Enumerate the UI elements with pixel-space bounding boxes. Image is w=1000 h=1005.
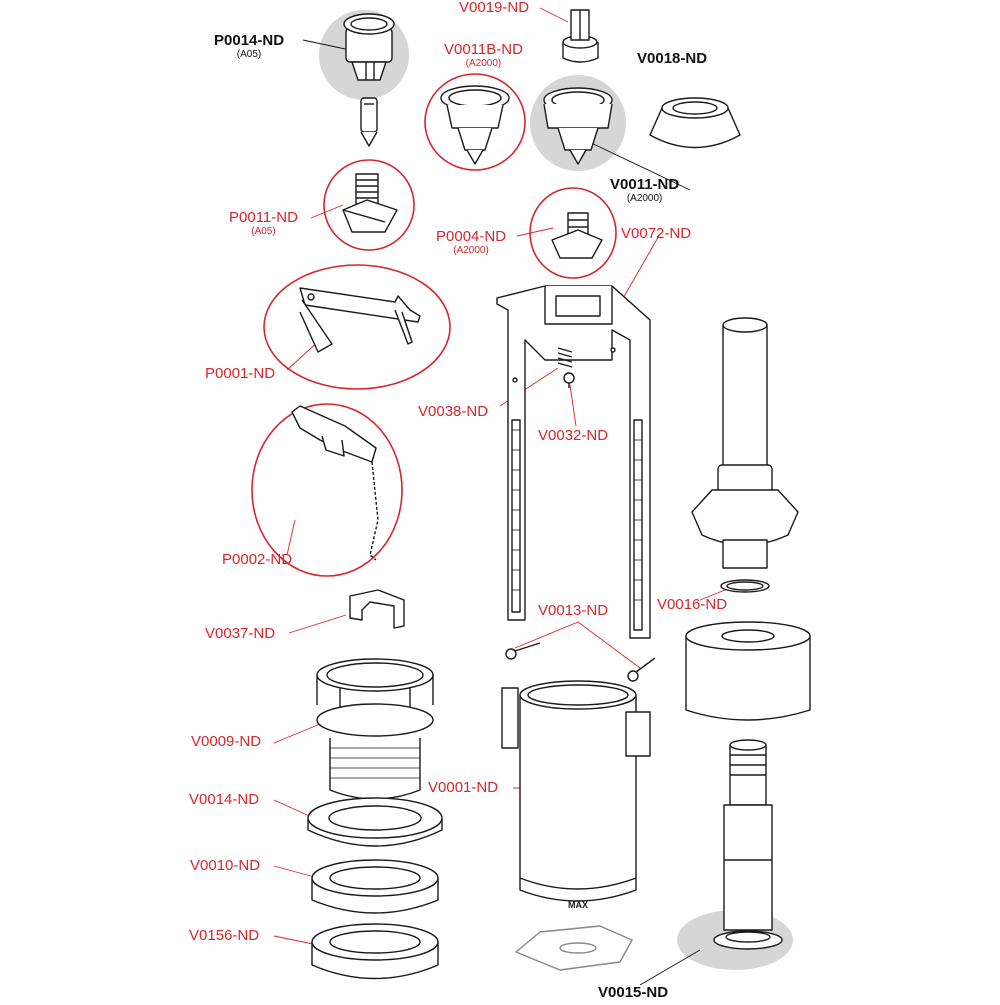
label-p0014: P0014-ND(A05): [214, 32, 285, 60]
cylinder-max-marking: MAX: [568, 900, 588, 910]
label-p0004: P0004-ND(A2000): [436, 228, 507, 256]
label-v0032: V0032-ND: [538, 427, 609, 444]
base-disk: [515, 925, 633, 971]
label-v0015: V0015-ND: [598, 984, 669, 1001]
label-v0013: V0013-ND: [538, 602, 609, 619]
spring-v0038: [557, 347, 573, 368]
label-v0038: V0038-ND: [418, 403, 489, 420]
label-v0037: V0037-ND: [205, 625, 276, 642]
nut-v0156: [311, 923, 439, 980]
lever-p0001: [299, 287, 421, 353]
threaded-post-p0011: [342, 173, 398, 233]
label-v0018: V0018-ND: [637, 50, 708, 67]
nut-v0010: [311, 859, 439, 914]
label-v0001: V0001-ND: [428, 779, 499, 796]
label-p0011: P0011-ND(A05): [229, 209, 298, 237]
label-p0001: P0001-ND: [205, 365, 276, 382]
float-cylinder: [685, 621, 811, 721]
label-v0011b: V0011B-ND(A2000): [444, 41, 523, 69]
push-button-p0014: [343, 13, 395, 81]
label-v0156: V0156-ND: [189, 927, 260, 944]
button-v0011: [543, 87, 613, 165]
frame-v0072: [496, 285, 651, 639]
clip-v0037: [349, 589, 405, 629]
stem-v0015: [713, 739, 783, 950]
selection-circles: [251, 73, 617, 577]
threaded-post-p0004: [551, 212, 603, 259]
lever-chain-p0002: [291, 405, 379, 561]
label-v0010: V0010-ND: [190, 857, 261, 874]
pins-v0013: [505, 642, 656, 682]
parts: [291, 9, 811, 980]
cylinder-v0001: [501, 680, 651, 902]
cone-cap-v0018: [649, 97, 741, 149]
label-v0014: V0014-ND: [189, 791, 260, 808]
button-v0011b: [440, 85, 510, 165]
washer-v0014: [307, 797, 443, 847]
label-p0002: P0002-ND: [222, 551, 293, 568]
cage-v0009: [316, 658, 434, 800]
leader-lines: [273, 7, 731, 986]
label-v0011: V0011-ND(A2000): [610, 176, 680, 204]
pin-v0019: [562, 9, 599, 63]
connector-pin: [360, 97, 378, 147]
label-v0019: V0019-ND: [459, 0, 530, 16]
label-v0016: V0016-ND: [657, 596, 728, 613]
label-v0009: V0009-ND: [191, 733, 262, 750]
overflow-tube: [691, 317, 799, 593]
pin-v0032: [563, 372, 575, 388]
label-v0072: V0072-ND: [621, 225, 692, 242]
